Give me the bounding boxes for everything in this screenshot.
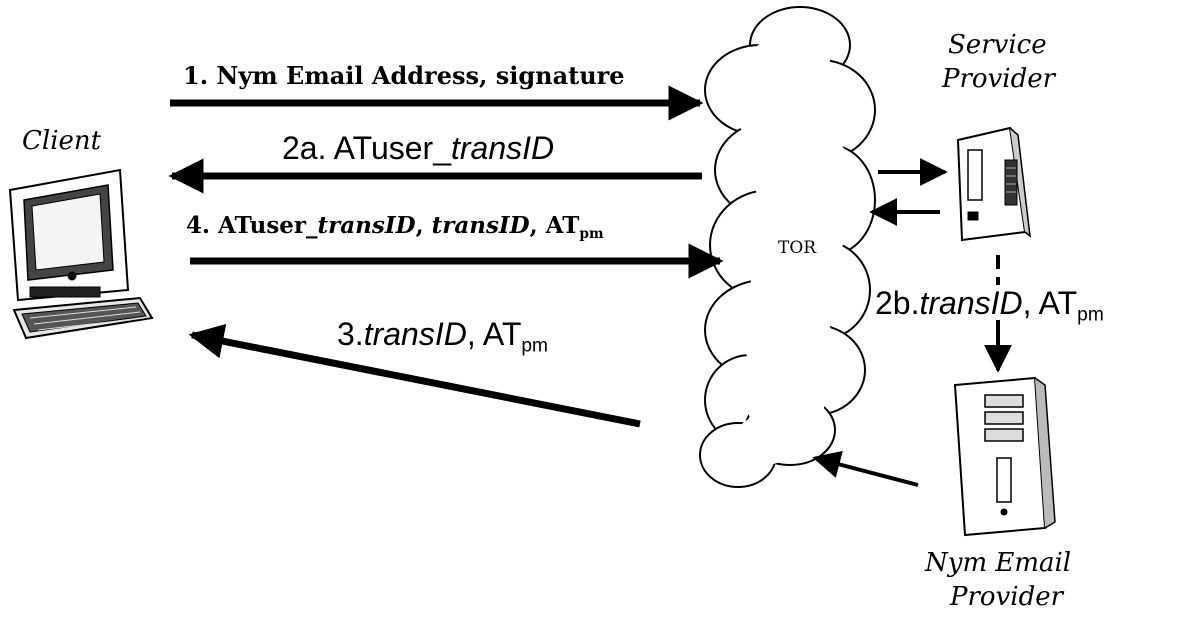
message-3-mid: , AT: [466, 316, 522, 352]
message-4-part-c: ,: [415, 212, 432, 239]
message-4-part-a: 4. ATuser_: [186, 212, 318, 239]
message-3-label: 3.transID, ATpm: [337, 318, 548, 356]
nym-email-label-line1: Nym Email: [925, 548, 1072, 578]
message-2b-sub: pm: [1077, 304, 1104, 326]
service-provider-server-icon: [956, 126, 1031, 242]
client-label: Client: [22, 126, 102, 156]
message-4-transid-1: transID: [317, 212, 416, 239]
arrow-nym-to-tor: [812, 450, 919, 487]
message-2b-transid: transID: [919, 285, 1023, 321]
message-3-transid: transID: [363, 316, 467, 352]
message-2b-mid: , AT: [1022, 285, 1078, 321]
nym-email-label-line2: Provider: [950, 582, 1064, 612]
message-2b-prefix: 2b.: [875, 285, 920, 321]
tor-cloud-fill: [735, 35, 850, 465]
message-2b-label: 2b.transID, ATpm: [875, 287, 1104, 325]
nym-email-server-icon: [953, 376, 1056, 537]
service-provider-label-line2: Provider: [942, 64, 1056, 94]
message-4-part-e: , AT: [529, 212, 580, 239]
message-4-sub: pm: [579, 225, 604, 242]
message-3-sub: pm: [521, 335, 549, 357]
message-2a-prefix: 2a. ATuser_: [282, 130, 451, 166]
message-4-transid-2: transID: [431, 212, 530, 239]
message-3-prefix: 3.: [337, 316, 364, 352]
service-provider-label-line1: Service: [948, 30, 1047, 60]
message-4-label: 4. ATuser_transID, transID, ATpm: [186, 214, 604, 242]
message-2a-label: 2a. ATuser_transID: [282, 132, 554, 164]
message-2a-transid: transID: [450, 130, 555, 166]
tor-label: TOR: [778, 238, 817, 258]
message-1-label: 1. Nym Email Address, signature: [183, 61, 625, 90]
client-computer-icon: [8, 168, 154, 340]
arrow-m3: [188, 323, 641, 428]
